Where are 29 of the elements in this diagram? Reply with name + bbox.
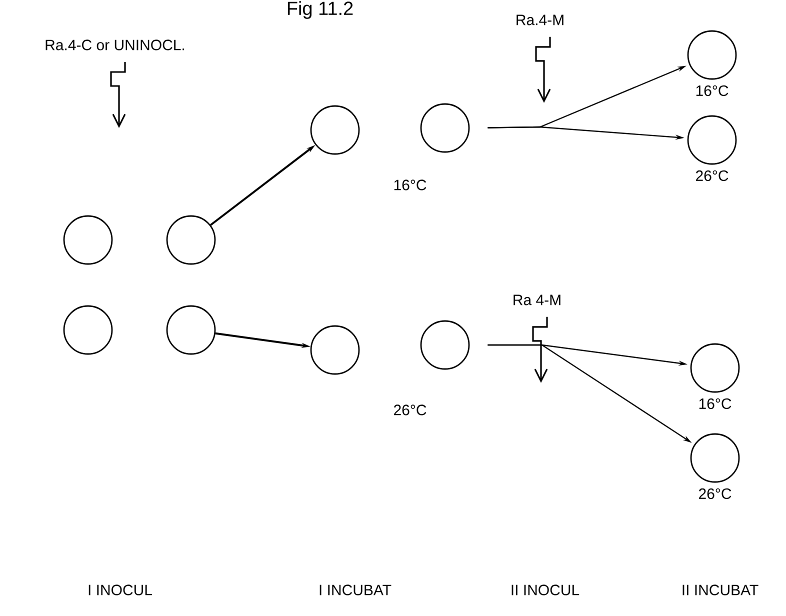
- arrow: [110, 62, 126, 128]
- dish-circle: [687, 115, 737, 165]
- dish-circle: [310, 105, 360, 155]
- dish-circle: [63, 305, 113, 355]
- treatment-label: Ra 4-M: [514, 294, 560, 306]
- dish-circle: [687, 30, 737, 80]
- temperature-label: 26°C: [394, 404, 426, 416]
- stage-label: I INCUBAT: [320, 584, 392, 596]
- arrow: [535, 36, 551, 103]
- dish-circle: [166, 305, 216, 355]
- treatment-label: Ra.4-C or UNINOCL.: [46, 40, 184, 50]
- dish-circle: [310, 325, 360, 375]
- temperature-label: 26°C: [699, 488, 732, 500]
- dish-circle: [166, 215, 216, 265]
- dish-circle: [420, 103, 470, 153]
- dish-circle: [690, 343, 740, 393]
- treatment-label: Ra.4-M: [516, 14, 564, 26]
- temperature-label: 16°C: [699, 398, 732, 410]
- dish-circle: [420, 320, 470, 370]
- arrow: [532, 316, 548, 383]
- stage-label: II INCUBAT: [682, 584, 758, 596]
- dish-circle: [690, 433, 740, 483]
- temperature-label: 26°C: [696, 170, 728, 181]
- stage-label: I INOCUL: [88, 584, 152, 596]
- stage-label: II INOCUL: [512, 584, 580, 596]
- temperature-label: 16°C: [394, 180, 426, 190]
- temperature-label: 16°C: [696, 85, 728, 96]
- figure-title: Fig 11.2: [288, 1, 353, 19]
- dish-circle: [63, 215, 113, 265]
